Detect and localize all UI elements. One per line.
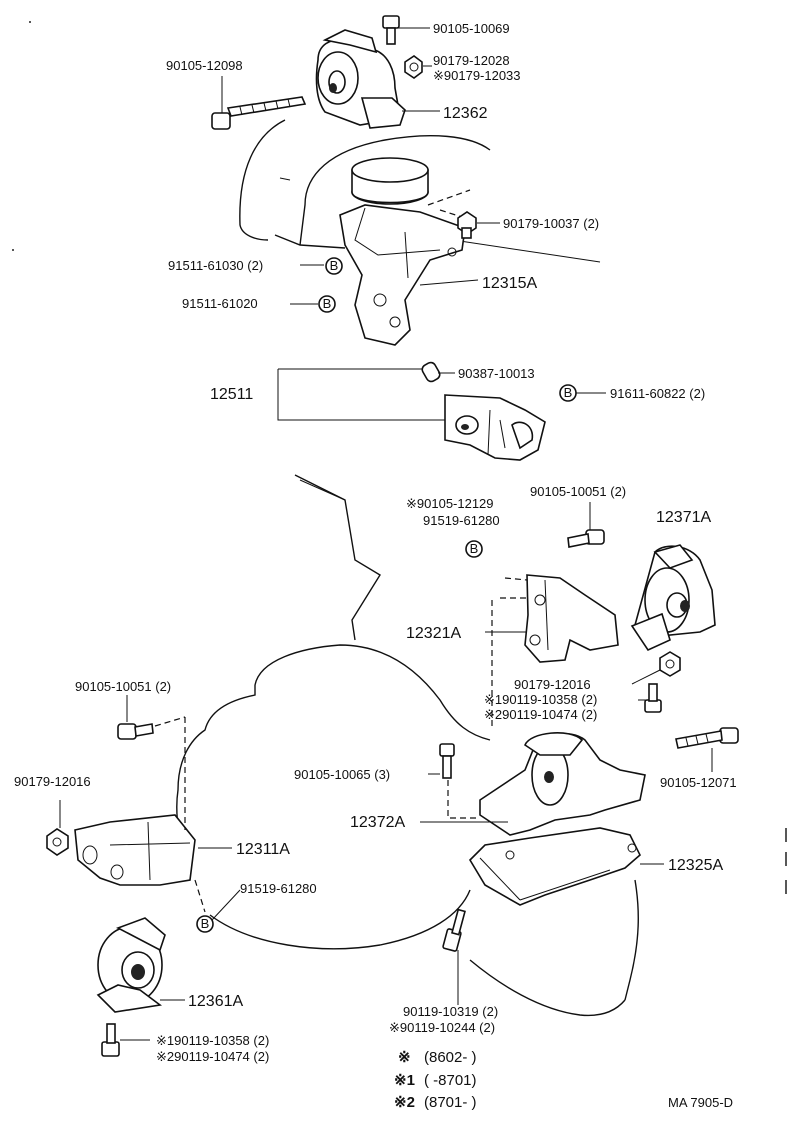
label-12362: 12362 (443, 105, 488, 122)
label-91511-61030: 91511-61030 (2) (168, 258, 263, 273)
bolt-90119-10358-left (101, 1023, 120, 1057)
legend-mark-0: ※ (398, 1049, 411, 1066)
label-90179-12033: ※90179-12033 (433, 68, 521, 83)
drawing-code: MA 7905-D (668, 1095, 733, 1110)
legend-range-0: (8602- ) (424, 1049, 477, 1066)
label-290119-10474-left: ※290119-10474 (2) (156, 1049, 269, 1064)
mount-cushion (351, 157, 429, 205)
label-91519-61280-bottom: 91519-61280 (240, 881, 317, 896)
badge-b-91519-61280-bottom: B (196, 915, 214, 933)
nut-90179-12016-left (46, 828, 69, 856)
label-90105-12098: 90105-12098 (166, 58, 243, 73)
mount-12361A (96, 917, 166, 1013)
label-12372A: 12372A (350, 814, 405, 831)
svg-text:B: B (323, 296, 332, 311)
label-12315A: 12315A (482, 275, 537, 292)
bolt-90105-10069 (382, 15, 400, 45)
label-91511-61020: 91511-61020 (182, 296, 258, 311)
label-12321A: 12321A (406, 625, 461, 642)
legend-range-2: (8701- ) (424, 1094, 477, 1111)
bolt-90105-12071 (675, 727, 739, 749)
label-90179-10037: 90179-10037 (2) (503, 216, 599, 231)
collar-90387-10013 (421, 361, 441, 383)
svg-text:B: B (330, 258, 339, 273)
mount-12511 (444, 394, 546, 461)
label-90105-12129: ※90105-12129 (406, 496, 494, 511)
label-90105-10065: 90105-10065 (3) (294, 767, 390, 782)
bolt-90119-10319 (442, 908, 466, 952)
label-90179-12016-right: 90179-12016 (514, 677, 591, 692)
label-12511: 12511 (210, 386, 253, 403)
engine-mount-12362 (315, 29, 406, 129)
label-90105-10051-left: 90105-10051 (2) (75, 679, 171, 694)
label-91611-60822: 91611-60822 (2) (610, 386, 705, 401)
nut-90179-12028 (404, 55, 423, 79)
bolt-90119-10358-right (644, 683, 662, 713)
label-12371A: 12371A (656, 509, 711, 526)
engine-outline-lower (176, 474, 639, 1017)
bolt-90105-10065 (439, 743, 480, 819)
bolt-90105-10051-right (567, 529, 605, 548)
label-90105-10069: 90105-10069 (433, 21, 510, 36)
part-number-labels: 90105-10069 90105-12098 90179-12028 ※901… (14, 21, 737, 1064)
label-12311A: 12311A (236, 841, 290, 858)
badge-b-91611-60822: B (559, 384, 577, 402)
label-190119-10358-right: ※190119-10358 (2) (484, 692, 597, 707)
label-12361A: 12361A (188, 993, 243, 1010)
bracket-12321A (491, 574, 619, 730)
label-190119-10358-left: ※190119-10358 (2) (156, 1033, 269, 1048)
svg-text:B: B (470, 541, 479, 556)
label-90105-10051-right: 90105-10051 (2) (530, 484, 626, 499)
date-range-legend: ※ (8602- ) ※1 ( -8701) ※2 (8701- ) (394, 1049, 477, 1111)
edge-marks (12, 21, 787, 894)
label-90179-12028: 90179-12028 (433, 53, 510, 68)
legend-mark-1: ※1 (394, 1072, 415, 1089)
legend-range-1: ( -8701) (424, 1072, 477, 1089)
label-12325A: 12325A (668, 857, 723, 874)
label-90105-12071: 90105-12071 (660, 775, 737, 790)
bracket-12315A (339, 189, 471, 346)
svg-text:B: B (564, 385, 573, 400)
label-90179-12016-left: 90179-12016 (14, 774, 91, 789)
badge-b-91519-61280-top: B (465, 540, 483, 558)
nut-90179-12016-right (659, 651, 681, 677)
label-91519-61280-top: 91519-61280 (423, 513, 500, 528)
nut-90179-10037 (457, 211, 477, 239)
label-90119-10244: ※90119-10244 (2) (389, 1020, 495, 1035)
label-290119-10474-right: ※290119-10474 (2) (484, 707, 597, 722)
legend-mark-2: ※2 (394, 1094, 415, 1111)
mount-12372A (479, 732, 646, 836)
label-90387-10013: 90387-10013 (458, 366, 535, 381)
leader-lines (59, 27, 713, 1041)
svg-text:B: B (201, 916, 210, 931)
label-90119-10319: 90119-10319 (2) (403, 1004, 498, 1019)
bolt-90105-12098 (211, 96, 307, 130)
badge-b-91511-61020: B (318, 295, 336, 313)
mount-12371A (630, 544, 716, 652)
bracket-12325A (468, 827, 641, 906)
bracket-12311A (74, 717, 206, 913)
bolt-90105-10051-left (117, 716, 186, 740)
badge-b-91511-61030: B (325, 257, 343, 275)
